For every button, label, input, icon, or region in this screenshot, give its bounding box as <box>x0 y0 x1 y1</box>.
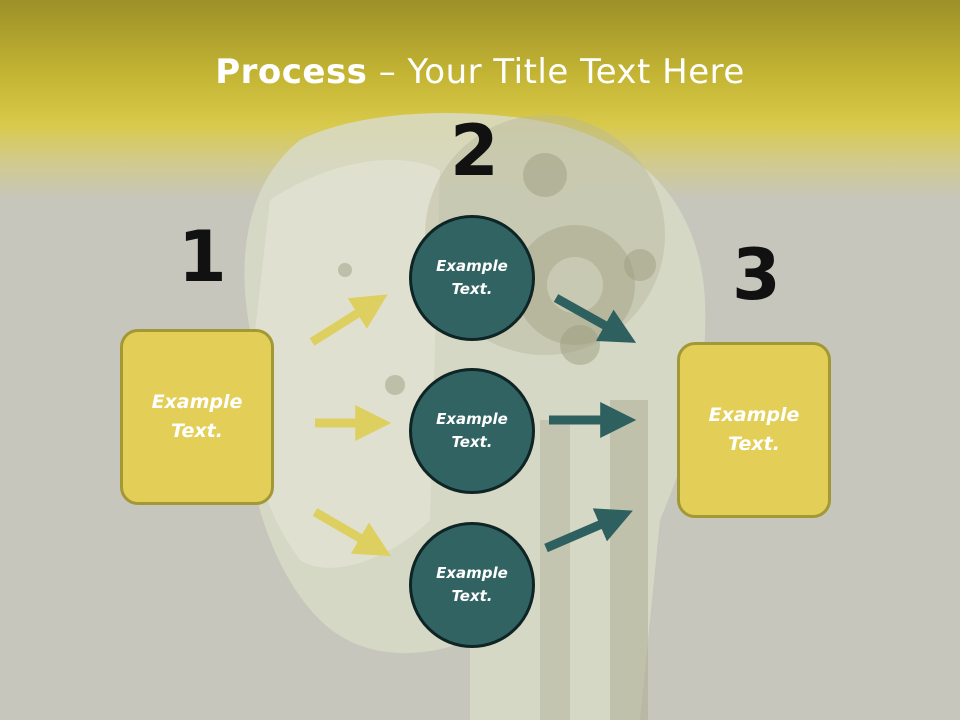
right-box: Example Text. <box>677 342 831 518</box>
right-box-text: Example Text. <box>708 404 800 455</box>
arrow-teal-down <box>553 294 637 343</box>
arrow-yellow-down <box>312 508 392 557</box>
circle-middle-text: Example Text. <box>436 410 508 451</box>
step-number-1: 1 <box>178 216 227 298</box>
step-number-3: 3 <box>732 234 781 316</box>
circle-bottom: Example Text. <box>409 522 535 648</box>
step-number-2: 2 <box>450 110 499 192</box>
left-box: Example Text. <box>120 329 274 505</box>
circle-bottom-text: Example Text. <box>436 564 508 605</box>
left-box-text: Example Text. <box>151 391 243 442</box>
arrow-yellow-up <box>309 294 388 346</box>
title-rest: – Your Title Text Here <box>367 52 745 92</box>
page-title: Process – Your Title Text Here <box>0 52 960 92</box>
circle-top: Example Text. <box>409 215 535 341</box>
arrow-teal-up <box>544 508 633 553</box>
circle-middle: Example Text. <box>409 368 535 494</box>
circle-top-text: Example Text. <box>436 257 508 298</box>
title-bold: Process <box>215 52 368 92</box>
